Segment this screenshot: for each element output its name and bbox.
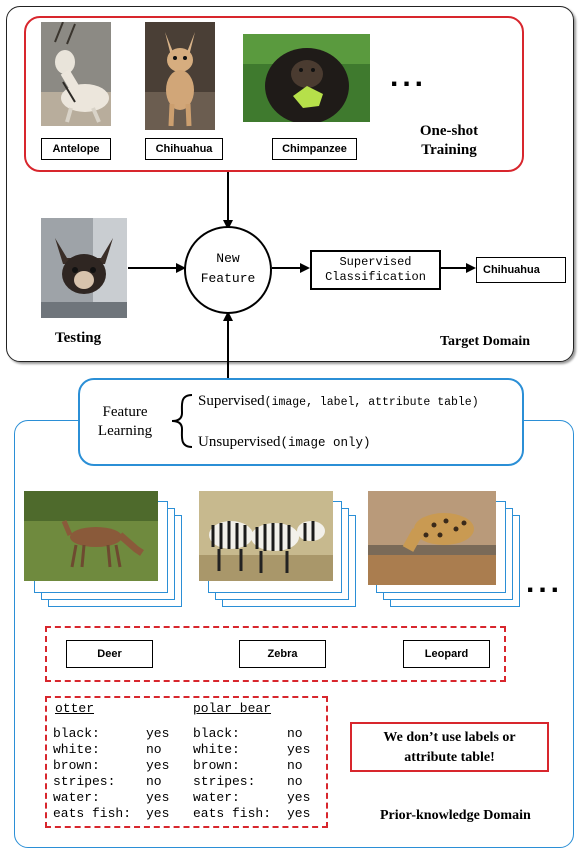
- class-label-chihuahua: Chihuahua: [145, 138, 223, 160]
- target-connectors: [128, 172, 476, 380]
- feature-learning-line2: Learning: [97, 423, 153, 439]
- chihuahua-photo: [145, 22, 215, 130]
- attribute-table-group: [45, 696, 328, 828]
- attribute-key: brown:: [193, 758, 240, 773]
- testing-chihuahua-photo: [41, 218, 127, 318]
- attribute-key: water:: [53, 790, 100, 805]
- new-feature-line1: New: [216, 251, 240, 266]
- attribute-value: no: [287, 774, 303, 789]
- prior-domain-label: Prior-knowledge Domain: [380, 808, 531, 823]
- new-feature-line2: Feature: [200, 271, 256, 286]
- attribute-value: no: [287, 758, 303, 773]
- note-line2: attribute table!: [404, 750, 495, 765]
- antelope-photo: [41, 22, 111, 126]
- attribute-value: no: [146, 774, 162, 789]
- no-labels-note: We don’t use labels or attribute table!: [350, 722, 549, 772]
- classifier-line1: Supervised: [339, 255, 412, 269]
- training-label-line2: Training: [421, 142, 477, 158]
- classifier-line2: Classification: [325, 270, 426, 284]
- class-label-deer: Deer: [66, 640, 153, 668]
- new-feature-node: New Feature: [184, 226, 272, 314]
- attribute-table-otter-name: otter: [55, 701, 95, 716]
- attribute-key: water:: [193, 790, 240, 805]
- option-unsupervised-name: Unsupervised: [198, 434, 281, 450]
- testing-label: Testing: [55, 330, 102, 346]
- attribute-key: stripes:: [53, 774, 116, 789]
- attribute-key: eats fish:: [193, 806, 272, 821]
- attribute-value: yes: [146, 758, 170, 773]
- class-label-chimpanzee: Chimpanzee: [272, 138, 357, 160]
- attribute-value: yes: [146, 790, 170, 805]
- option-unsupervised: Unsupervised(image only): [198, 433, 371, 451]
- one-shot-training-panel: [24, 16, 524, 172]
- option-supervised-name: Supervised: [198, 393, 265, 409]
- target-domain-panel: [6, 6, 574, 362]
- attribute-key: eats fish:: [53, 806, 132, 821]
- curly-brace: [171, 394, 193, 448]
- class-label-antelope: Antelope: [41, 138, 111, 160]
- class-label-zebra: Zebra: [239, 640, 326, 668]
- attribute-value: yes: [287, 742, 311, 757]
- feature-learning-box: [78, 378, 524, 466]
- attribute-key: brown:: [53, 758, 100, 773]
- option-supervised: Supervised(image, label, attribute table…: [198, 392, 479, 410]
- note-line1: We don’t use labels or: [383, 730, 516, 745]
- training-label-line1: One-shot: [419, 123, 479, 139]
- supervised-classification-box: Supervised Classification: [310, 250, 441, 290]
- attribute-key: black:: [53, 726, 100, 741]
- deer-photo: [24, 491, 158, 581]
- attribute-key: stripes:: [193, 774, 256, 789]
- output-label-chihuahua: Chihuahua: [476, 257, 566, 283]
- training-more-ellipsis: ...: [390, 60, 428, 93]
- attribute-key: white:: [193, 742, 240, 757]
- option-supervised-detail: (image, label, attribute table): [264, 396, 479, 409]
- option-unsupervised-detail: (image only): [280, 436, 371, 450]
- class-label-leopard: Leopard: [403, 640, 490, 668]
- prior-more-ellipsis: ...: [526, 566, 564, 599]
- target-domain-label: Target Domain: [440, 334, 531, 349]
- chimpanzee-photo: [243, 34, 370, 122]
- feature-learning-line1: Feature: [102, 404, 148, 420]
- attribute-value: yes: [146, 806, 170, 821]
- one-shot-training-label: One-shot Training: [405, 122, 493, 160]
- attribute-key: black:: [193, 726, 240, 741]
- feature-learning-title: Feature Learning: [90, 403, 160, 441]
- attribute-value: no: [287, 726, 303, 741]
- class-labels-group: [45, 626, 506, 682]
- attribute-value: yes: [287, 806, 311, 821]
- attribute-value: yes: [146, 726, 170, 741]
- attribute-table-polar-bear-name: polar bear: [193, 701, 272, 716]
- attribute-key: white:: [53, 742, 100, 757]
- leopard-photo: [368, 491, 496, 585]
- attribute-value: yes: [287, 790, 311, 805]
- attribute-value: no: [146, 742, 162, 757]
- zebra-photo: [199, 491, 333, 581]
